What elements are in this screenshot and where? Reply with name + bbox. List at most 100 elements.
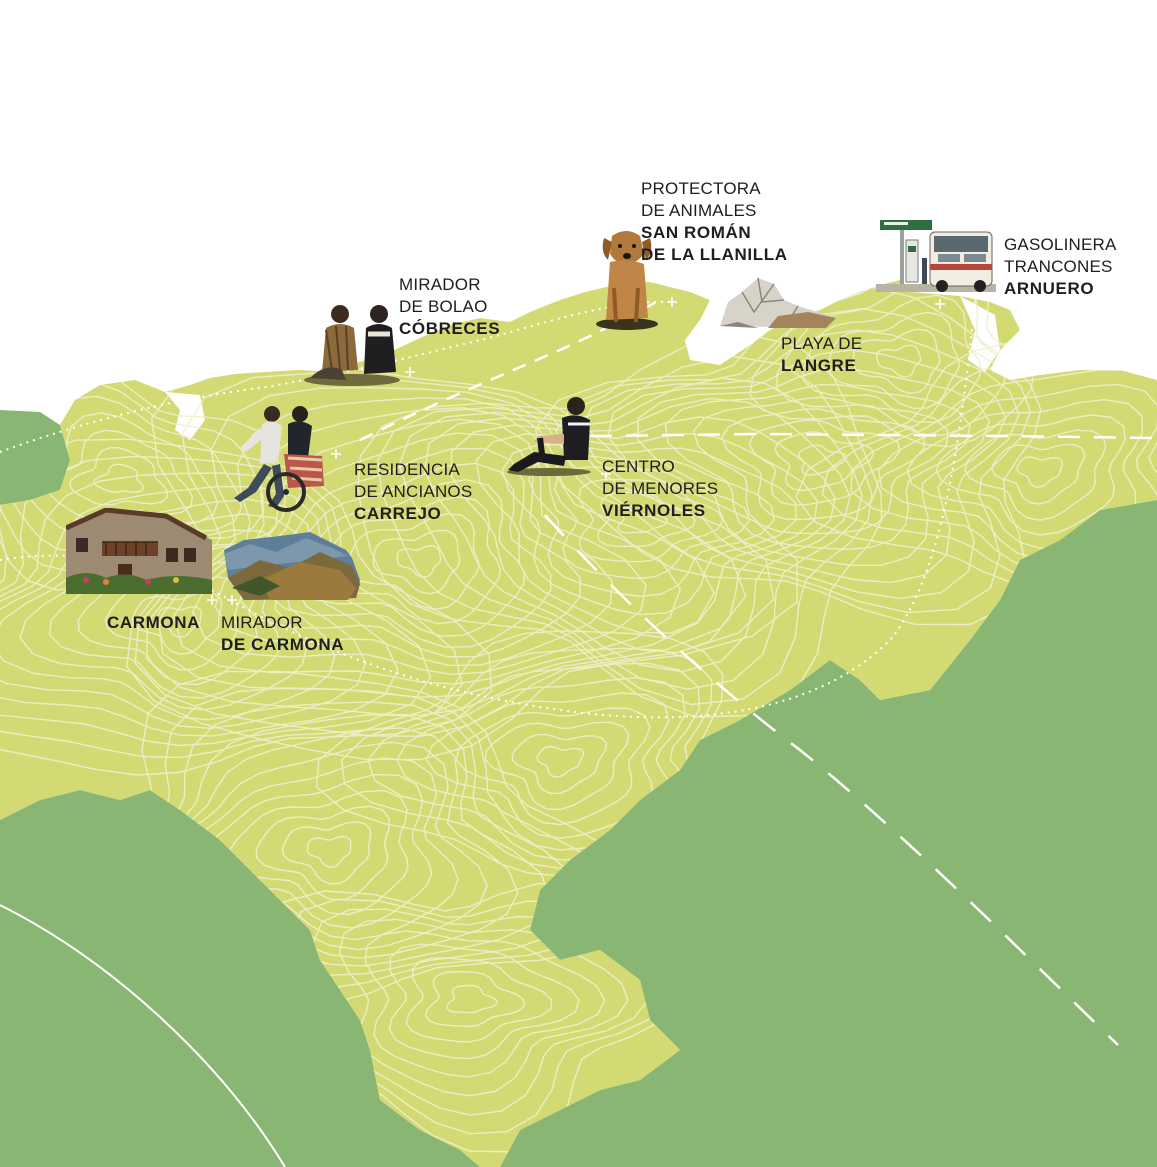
contour-line xyxy=(425,970,526,1028)
contour-line xyxy=(0,472,432,747)
label-name: SAN ROMÁN xyxy=(641,223,752,242)
contour-line xyxy=(68,446,169,506)
label-line: GASOLINERA xyxy=(1004,235,1117,254)
label-name: ARNUERO xyxy=(1004,279,1095,298)
wheelchair-photo xyxy=(234,406,324,512)
label-name: CÓBRECES xyxy=(399,319,501,338)
contour-line xyxy=(964,429,1107,521)
label-line: CENTRO xyxy=(602,457,675,476)
plus-marker xyxy=(601,469,611,479)
contour-line xyxy=(596,491,696,547)
stone-house-photo xyxy=(66,508,212,594)
contour-line xyxy=(607,349,1007,584)
rock-photo xyxy=(720,277,836,328)
label-line: RESIDENCIA xyxy=(354,460,460,479)
contour-line xyxy=(774,431,875,492)
contour-line xyxy=(306,835,352,869)
label-line: MIRADOR xyxy=(399,275,481,294)
contour-line xyxy=(876,344,922,378)
label-carmona: CARMONA xyxy=(107,612,200,634)
contour-line xyxy=(372,529,461,595)
contour-line xyxy=(0,485,399,737)
land-region xyxy=(0,280,1157,1167)
contour-lines xyxy=(0,280,1157,1153)
contour-line xyxy=(104,576,242,671)
contour-line xyxy=(156,606,202,639)
plus-marker xyxy=(207,595,217,605)
surrounding-region-northwest xyxy=(0,410,70,505)
contour-line xyxy=(749,280,1035,448)
label-line: TRANCONES xyxy=(1004,257,1113,276)
sea-inlet-santander xyxy=(685,300,765,364)
label-name: DE LA LLANILLA xyxy=(641,245,788,264)
contour-line xyxy=(797,444,848,476)
label-line: MIRADOR xyxy=(221,613,303,632)
label-centro-menores: CENTRO DE MENORES VIÉRNOLES xyxy=(602,456,718,522)
contour-line xyxy=(0,513,336,721)
contour-line xyxy=(692,396,949,535)
contour-line xyxy=(935,414,1126,536)
route-dashed-diagonal xyxy=(544,514,1119,1046)
label-mirador-bolao: MIRADOR DE BOLAO CÓBRECES xyxy=(399,274,500,340)
contour-line xyxy=(19,529,308,711)
two-people-sitting-photo xyxy=(304,305,400,386)
label-line: DE BOLAO xyxy=(399,297,488,316)
contour-line xyxy=(801,294,983,423)
contour-line xyxy=(281,821,372,885)
plus-markers xyxy=(207,289,945,605)
label-gasolinera: GASOLINERA TRANCONES ARNUERO xyxy=(1004,234,1117,300)
contour-line xyxy=(664,383,971,551)
contour-line xyxy=(536,745,585,778)
contour-line xyxy=(405,957,553,1043)
contour-line xyxy=(553,466,751,580)
label-name: DE CARMONA xyxy=(221,635,345,654)
label-protectora: PROTECTORA DE ANIMALES SAN ROMÁN DE LA L… xyxy=(641,178,788,266)
label-line: DE ANIMALES xyxy=(641,201,757,220)
route-dotted-coast xyxy=(0,300,671,453)
sitting-boy-photo xyxy=(507,397,591,476)
label-name: LANGRE xyxy=(781,356,857,375)
surrounding-region-southwest xyxy=(0,790,480,1167)
contour-line xyxy=(364,930,606,1078)
plus-marker xyxy=(405,367,415,377)
contour-line xyxy=(501,443,797,616)
contour-line xyxy=(578,478,724,563)
label-line: DE MENORES xyxy=(602,479,719,498)
label-residencia: RESIDENCIA DE ANCIANOS CARREJO xyxy=(354,459,472,525)
contour-line xyxy=(475,432,818,634)
plus-marker xyxy=(667,297,677,307)
contour-line xyxy=(398,377,863,690)
contour-line xyxy=(425,692,670,839)
label-mirador-carmona: MIRADOR DE CARMONA xyxy=(221,612,344,656)
contour-line xyxy=(852,328,941,395)
contour-line xyxy=(146,386,747,717)
dog-photo xyxy=(596,231,658,330)
contour-line xyxy=(511,733,608,795)
plus-marker xyxy=(331,449,341,459)
label-name: VIÉRNOLES xyxy=(602,501,706,520)
contour-line xyxy=(388,943,580,1060)
route-dashed-east xyxy=(589,432,1157,440)
contour-line xyxy=(450,416,836,654)
contour-line xyxy=(527,454,775,598)
contour-line xyxy=(991,443,1086,505)
contour-line xyxy=(255,805,390,901)
label-line: PLAYA DE xyxy=(781,334,863,353)
label-playa-langre: PLAYA DE LANGRE xyxy=(781,333,862,377)
plus-marker xyxy=(781,289,791,299)
gas-station-bus-photo xyxy=(876,220,996,292)
contour-line xyxy=(455,707,651,826)
contour-line xyxy=(748,419,901,506)
contour-line xyxy=(396,544,442,578)
plus-marker xyxy=(227,595,237,605)
surrounding-region-east xyxy=(500,500,1157,1167)
contour-line xyxy=(579,329,1020,600)
contour-line xyxy=(484,721,630,811)
contour-line xyxy=(338,918,629,1097)
contour-line xyxy=(93,463,145,494)
route-solid-arc xyxy=(0,904,286,1167)
contour-line xyxy=(1016,456,1064,488)
label-name: CARREJO xyxy=(354,504,442,523)
label-name: CARMONA xyxy=(107,613,200,632)
